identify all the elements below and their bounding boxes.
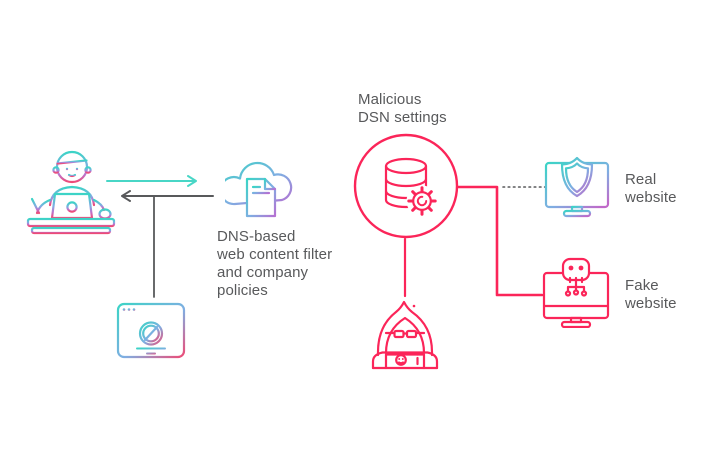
cloud-document-icon <box>225 161 293 218</box>
line-dns-to-fake-website <box>455 185 544 297</box>
monitor-skull-icon <box>542 257 610 328</box>
arrow-user-to-filter <box>106 175 197 187</box>
monitor-shield-icon <box>544 156 610 218</box>
database-gear-icon <box>353 133 459 239</box>
arrow-filter-to-user <box>121 190 214 202</box>
person-at-laptop-icon <box>26 150 116 235</box>
fake-website-label: Fake website <box>625 277 677 312</box>
malicious-dns-label: Malicious DSN settings <box>358 91 447 126</box>
real-website-label: Real website <box>625 171 677 206</box>
hacker-icon <box>371 300 439 370</box>
dns-filter-label: DNS-based web content filter and company… <box>217 228 333 299</box>
blocked-browser-icon <box>116 302 186 359</box>
